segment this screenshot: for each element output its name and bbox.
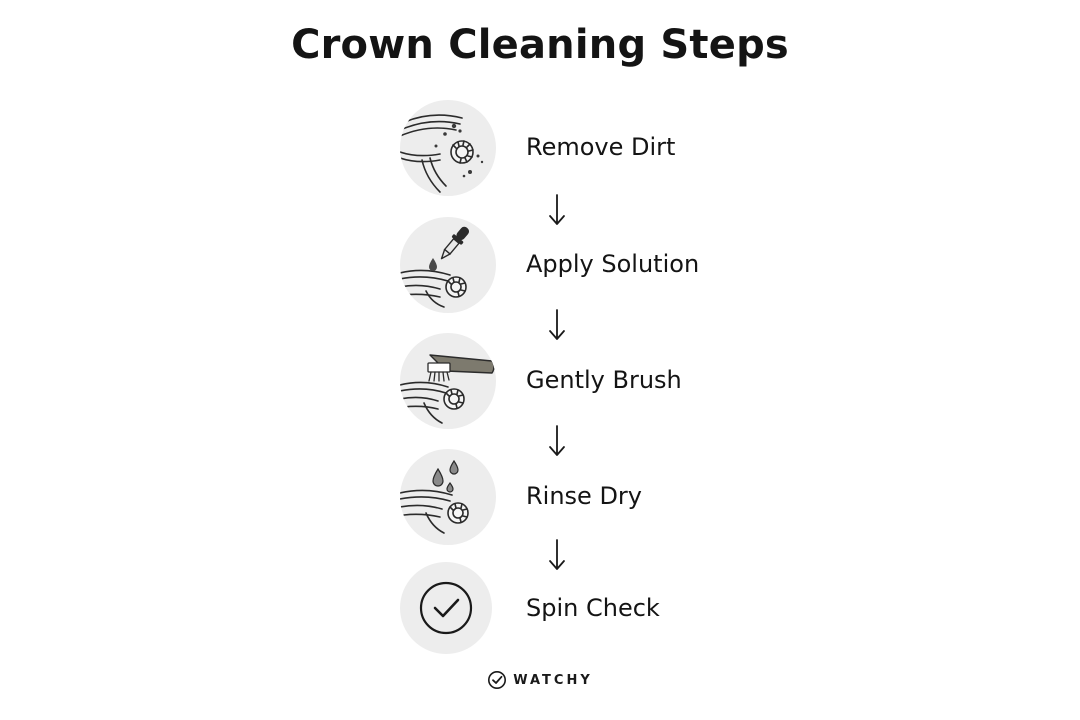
arrow-down-icon [549, 425, 565, 456]
step-spin-check: Spin Check [400, 562, 820, 660]
checkmark-circle-icon [400, 562, 492, 654]
step-label-apply-solution: Apply Solution [526, 250, 700, 278]
dropper-icon [400, 217, 496, 313]
brand-footer: WATCHY [0, 670, 1080, 690]
brush-icon [400, 333, 496, 429]
step-label-rinse-dry: Rinse Dry [526, 482, 643, 510]
brand-name: WATCHY [513, 672, 593, 688]
check-logo-icon [488, 671, 507, 689]
step-label-gently-brush: Gently Brush [526, 366, 682, 394]
step-label-spin-check: Spin Check [526, 594, 660, 622]
water-drops-icon [400, 449, 496, 545]
step-gently-brush: Gently Brush [400, 333, 820, 431]
step-label-remove-dirt: Remove Dirt [526, 133, 676, 161]
step-rinse-dry: Rinse Dry [400, 449, 820, 547]
watch-crown-dirt-icon [400, 100, 496, 196]
arrow-down-icon [549, 309, 565, 340]
arrow-down-icon [549, 194, 565, 225]
step-remove-dirt: Remove Dirt [400, 100, 820, 198]
step-apply-solution: Apply Solution [400, 217, 820, 315]
arrow-down-icon [549, 539, 565, 570]
page-title: Crown Cleaning Steps [291, 22, 789, 68]
